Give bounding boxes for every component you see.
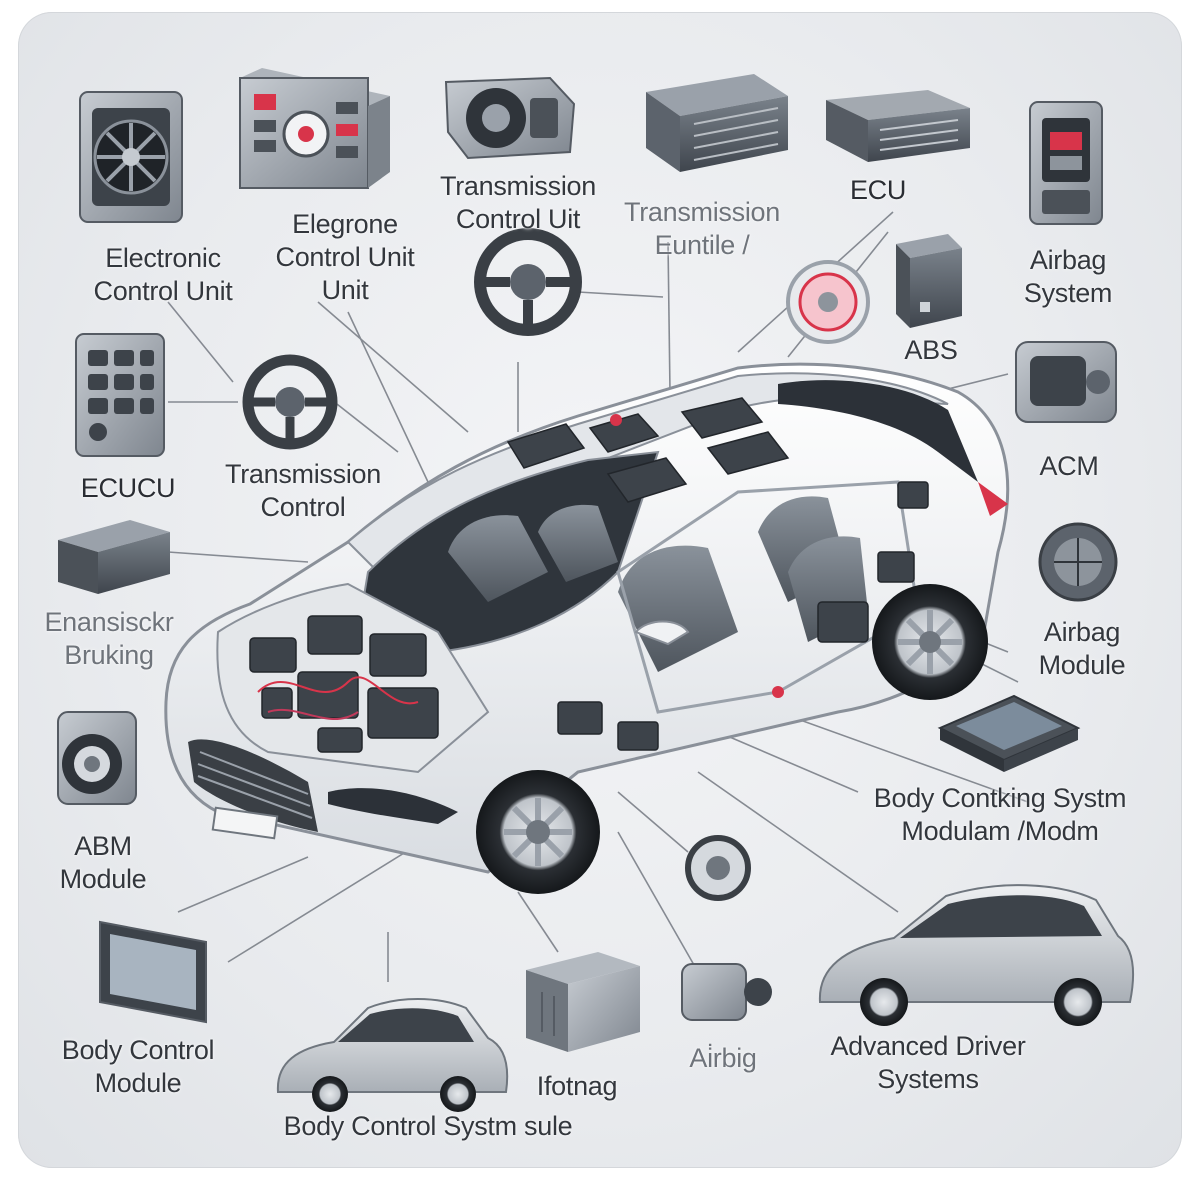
label-abs: ABS <box>904 335 958 365</box>
label-transmission-euntile: Transmission Euntile / <box>624 197 780 260</box>
label-body-control-module: Body Control Module <box>61 1035 215 1098</box>
label-transmission-control-uit: Transmission Control Uit <box>440 171 596 234</box>
main-car-cutaway <box>164 362 1010 894</box>
automotive-modules-diagram <box>57 68 1135 1112</box>
label-ifotnag: Ifotnag <box>536 1071 618 1101</box>
display-screen-icon <box>99 920 207 1024</box>
brake-disc-icon <box>786 260 870 344</box>
label-airbig: Ai̇rbig <box>689 1043 757 1073</box>
label-elegrone-control-unit: Elegrone Control Unit Unit <box>275 209 415 305</box>
label-advanced-driver-systems: Advanced Driver Systems <box>830 1031 1026 1094</box>
keypad-module-icon <box>75 333 165 457</box>
steering-wheel-icon <box>474 228 582 336</box>
label-body-contking-systm: Body Contking Systm Modulam /Modm <box>873 783 1127 846</box>
acm-module-icon <box>1015 341 1117 423</box>
airbag-module-icon <box>1038 522 1118 602</box>
fan-module-icon <box>79 91 183 223</box>
circuit-board-icon <box>937 694 1081 772</box>
ecu-box-icon <box>826 90 970 162</box>
diagram-panel: Electronic Control Unit Elegrone Control… <box>18 12 1182 1168</box>
abm-module-icon <box>57 711 137 805</box>
label-body-control-systm-sule: Body Control Systm sule <box>283 1111 573 1141</box>
airbag-system-icon <box>1029 101 1103 225</box>
label-ecucu: ECUCU <box>80 473 176 503</box>
advanced-driver-car-icon <box>818 884 1135 1026</box>
label-electronic-control-unit: Electronic Control Unit <box>93 243 233 306</box>
connector-module-icon <box>58 520 170 594</box>
label-ecu: ECU <box>849 175 907 205</box>
control-panel-module-icon <box>239 68 390 189</box>
abs-module-icon <box>896 234 962 328</box>
transmission-control-unit-icon <box>646 74 788 172</box>
battery-module-icon <box>526 952 640 1052</box>
airbag-sensor-icon <box>681 963 772 1021</box>
speaker-housing-icon <box>444 76 576 160</box>
label-abm-module: ABM Module <box>59 831 147 894</box>
label-acm: ACM <box>1039 451 1099 481</box>
steering-wheel-icon-2 <box>242 354 338 450</box>
label-enansisckr-bruking: Enansisckr Bruking <box>44 607 174 670</box>
sensor-icon <box>685 835 751 901</box>
label-airbag-system: Airbag System <box>1023 245 1113 308</box>
small-car-icon <box>276 998 509 1112</box>
label-airbag-module: Airbag Module <box>1038 617 1126 680</box>
label-transmission-control: Transmission Control <box>225 459 381 522</box>
